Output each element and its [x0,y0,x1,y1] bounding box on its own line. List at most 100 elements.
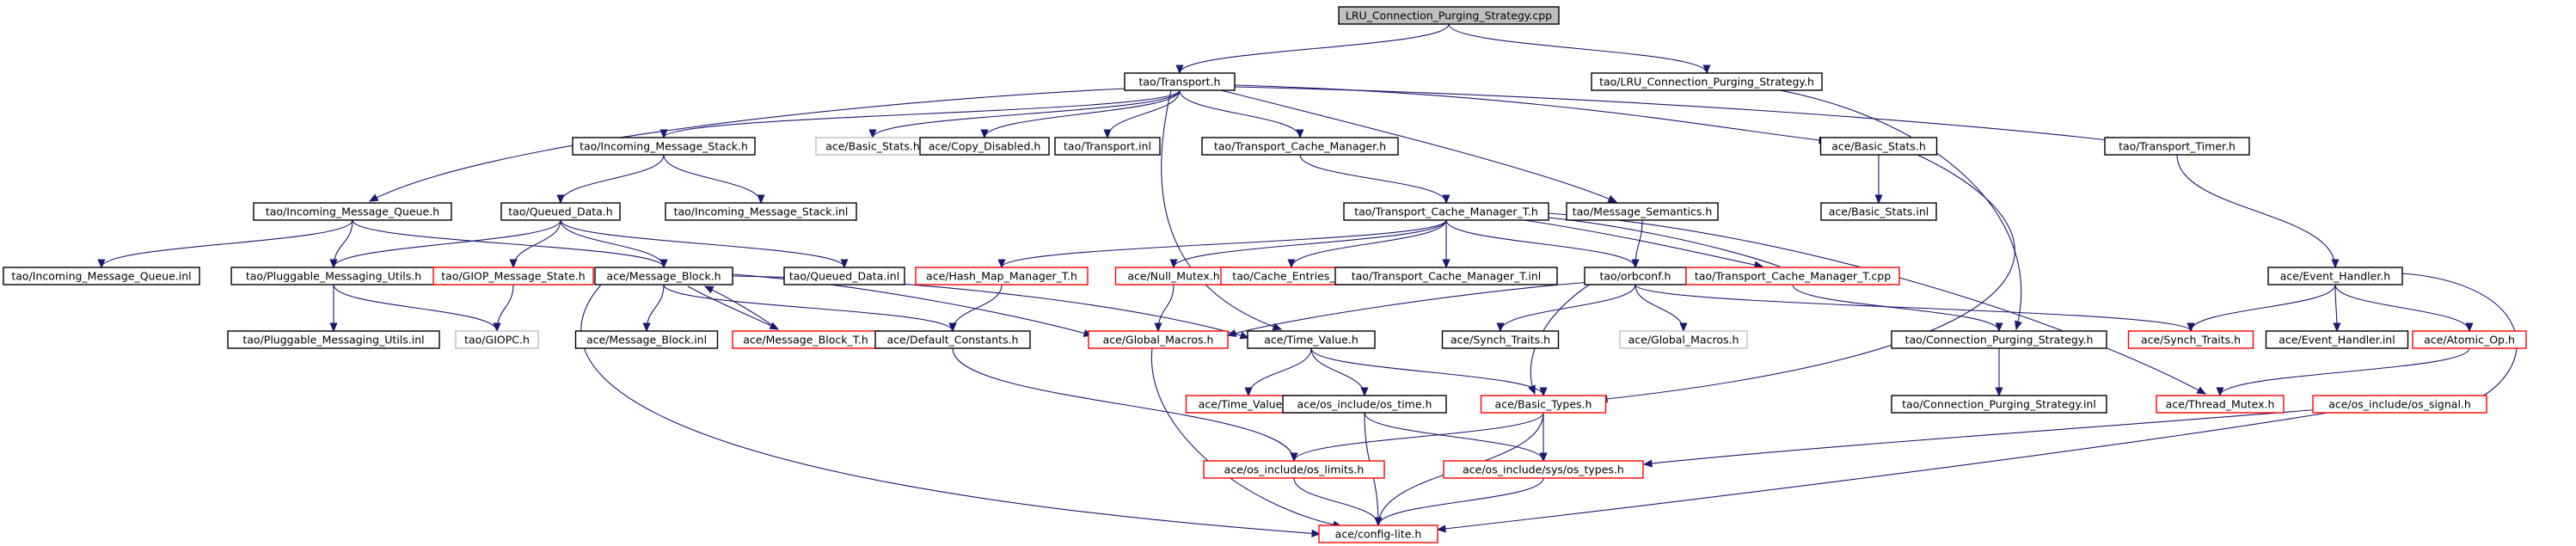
node-ace-basic-stats-h[interactable]: ace/Basic_Stats.h [1819,137,1938,156]
node-label: ace/Default_Constants.h [887,334,1019,347]
edge-line [1310,347,1544,396]
edge-n13-to-n25 [1445,219,1640,269]
node-tao-transport-cache-manager-t-cpp[interactable]: tao/Transport_Cache_Manager_T.cpp [1685,267,1900,285]
node-ace-os-include-os-limits-h[interactable]: ace/os_include/os_limits.h [1203,460,1385,479]
edge-n1-to-n9 [1234,86,2117,144]
node-label: ace/Synch_Traits.h [2141,334,2241,347]
edge-arrowhead [509,259,518,269]
node-tao-pluggable-messaging-utils-inl[interactable]: tao/Pluggable_Messaging_Utils.inl [227,330,440,349]
node-ace-message-block-h[interactable]: ace/Message_Block.h [594,267,733,285]
edge-line [1227,281,1592,336]
node-tao-transport-cache-manager-h[interactable]: tao/Transport_Cache_Manager.h [1201,137,1399,156]
node-label: ace/Hash_Map_Manager_T.h [926,270,1077,283]
edge-n0-to-n2 [1448,23,1711,75]
node-ace-time-value-h[interactable]: ace/Time_Value.h [1247,330,1376,349]
node-tao-incoming-message-queue-h[interactable]: tao/Incoming_Message_Queue.h [253,202,452,221]
edge-n27-to-n38 [2187,284,2336,333]
node-box [1591,72,1823,91]
edge-arrowhead [1436,525,1446,533]
node-ace-default-constants-h[interactable]: ace/Default_Constants.h [874,330,1031,349]
edge-n9-to-n27 [2176,154,2340,269]
node-tao-pluggable-messaging-utils-h[interactable]: tao/Pluggable_Messaging_Utils.h [230,267,437,285]
node-tao-incoming-message-stack-inl[interactable]: tao/Incoming_Message_Stack.inl [665,202,857,221]
node-ace-thread-mutex-h[interactable]: ace/Thread_Mutex.h [2156,395,2285,414]
node-box [1441,330,1560,349]
edge-line [101,219,353,268]
node-ace-basic-types-h[interactable]: ace/Basic_Types.h [1480,395,1607,414]
edge-n3-to-n11 [556,154,665,205]
node-ace-global-macros-h[interactable]: ace/Global_Macros.h [1088,330,1229,349]
node-box [919,137,1050,156]
edge-n48-to-n49 [1374,477,1544,527]
node-tao-transport-h[interactable]: tao/Transport.h [1124,72,1236,91]
node-tao-connection-purging-strategy-h[interactable]: tao/Connection_Purging_Strategy.h [1891,330,2107,349]
edge-n19-to-n31 [687,285,780,330]
edge-n1-to-n14 [1220,89,1618,203]
node-label: ace/Time_Value.h [1264,334,1359,347]
node-ace-global-macros-h[interactable]: ace/Global_Macros.h [1619,330,1748,349]
node-ace-copy-disabled-h[interactable]: ace/Copy_Disabled.h [919,137,1050,156]
edge-arrowhead [1702,64,1711,75]
node-tao-giop-message-state-h[interactable]: tao/GIOP_Message_State.h [432,267,594,285]
edge-arrowhead [642,322,651,333]
node-tao-incoming-message-stack-h[interactable]: tao/Incoming_Message_Stack.h [572,137,756,156]
edge-arrowhead [1311,529,1322,537]
node-tao-giopc-h[interactable]: tao/GIOPC.h [455,330,539,349]
node-tao-transport-timer-h[interactable]: tao/Transport_Timer.h [2104,137,2250,156]
node-ace-message-block-inl[interactable]: ace/Message_Block.inl [574,330,719,349]
node-ace-synch-traits-h[interactable]: ace/Synch_Traits.h [2127,330,2254,349]
edge-line [1547,212,2206,395]
edge-arrowhead [980,129,989,139]
node-tao-queued-data-h[interactable]: tao/Queued_Data.h [500,202,621,221]
node-box [227,330,440,349]
node-tao-lru-connection-purging-strategy-h[interactable]: tao/LRU_Connection_Purging_Strategy.h [1591,72,1823,91]
node-ace-os-include-sys-os-types-h[interactable]: ace/os_include/sys/os_types.h [1443,460,1644,479]
node-tao-transport-inl[interactable]: tao/Transport.inl [1054,137,1161,156]
node-box [2412,330,2527,349]
node-ace-hash-map-manager-t-h[interactable]: ace/Hash_Map_Manager_T.h [915,267,1089,285]
edge-line [663,154,762,204]
node-label: ace/Copy_Disabled.h [929,140,1041,153]
edge-line [1291,219,1447,268]
edge-n11-to-n17 [329,219,561,269]
node-label: tao/Transport_Cache_Manager.h [1214,140,1386,153]
edge-line [333,219,561,268]
node-ace-basic-stats-h[interactable]: ace/Basic_Stats.h [815,137,930,156]
edge-arrowhead [1103,129,1112,139]
node-ace-os-include-os-signal-h[interactable]: ace/os_include/os_signal.h [2312,395,2487,414]
node-tao-transport-cache-manager-t-inl[interactable]: tao/Transport_Cache_Manager_T.inl [1334,267,1558,285]
node-tao-cache-entries-t-h[interactable]: tao/Cache_Entries_T.h [1220,267,1363,285]
edge-n19-to-n34 [732,275,1250,340]
edge-n10-to-n16 [97,219,353,269]
node-ace-config-lite-h[interactable]: ace/config-lite.h [1318,525,1438,543]
node-ace-event-handler-h[interactable]: ace/Event_Handler.h [2267,267,2403,285]
node-tao-incoming-message-queue-inl[interactable]: tao/Incoming_Message_Queue.inl [3,267,200,285]
edge-line [560,219,845,268]
node-ace-null-mutex-h[interactable]: ace/Null_Mutex.h [1114,267,1233,285]
edge-line [1293,412,1544,462]
edge-arrowhead [1874,194,1883,205]
node-ace-message-block-t-h[interactable]: ace/Message_Block_T.h [732,330,880,349]
edge-line [952,284,1003,332]
node-ace-event-handler-inl[interactable]: ace/Event_Handler.inl [2265,330,2409,349]
edge-arrowhead [368,193,379,202]
edge-n1-to-n34 [1161,89,1283,331]
edge-line [1220,89,1617,203]
node-tao-connection-purging-strategy-inl[interactable]: tao/Connection_Purging_Strategy.inl [1891,395,2107,414]
node-lru-connection-purging-strategy-cpp: LRU_Connection_Purging_Strategy.cpp [1338,6,1560,25]
node-tao-transport-cache-manager-t-h[interactable]: tao/Transport_Cache_Manager_T.h [1343,202,1549,221]
node-tao-orbconf-h[interactable]: tao/orbconf.h [1584,267,1687,285]
edge-line [352,219,665,268]
node-tao-message-semantics-h[interactable]: tao/Message_Semantics.h [1566,202,1719,221]
node-ace-os-include-os-time-h[interactable]: ace/os_include/os_time.h [1282,395,1447,414]
node-ace-atomic-op-h[interactable]: ace/Atomic_Op.h [2412,330,2527,349]
edge-line [1437,410,2340,531]
node-ace-synch-traits-h[interactable]: ace/Synch_Traits.h [1441,330,1560,349]
edge-n25-to-n35 [1496,284,1636,333]
node-tao-queued-data-inl[interactable]: tao/Queued_Data.inl [783,267,905,285]
node-ace-basic-stats-inl[interactable]: ace/Basic_Stats.inl [1820,202,1937,221]
node-label: ace/Null_Mutex.h [1127,270,1219,283]
edge-line [369,88,1125,202]
edge-n8-to-n15 [1874,154,1883,205]
node-ace-time-value-inl[interactable]: ace/Time_Value.inl [1185,395,1312,414]
